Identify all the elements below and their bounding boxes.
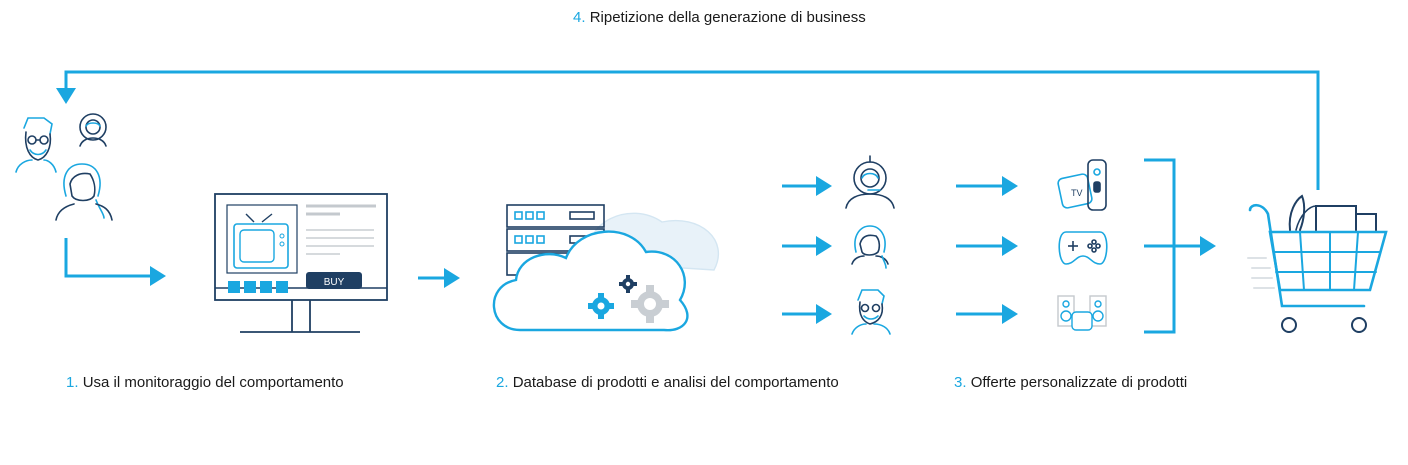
step-1-label: Usa il monitoraggio del comportamento: [82, 374, 344, 391]
step-1-number: 1.: [66, 374, 79, 391]
step-1-caption: 1. Usa il monitoraggio del comportamento: [66, 374, 344, 391]
astronaut-persona-icon: [845, 155, 895, 209]
woman-icon: [55, 163, 113, 221]
step-3-number: 3.: [954, 374, 967, 391]
step-3-label: Offerte personalizzate di prodotti: [970, 374, 1188, 391]
astronaut-icon: [79, 113, 107, 147]
man-glasses-icon: [15, 117, 57, 173]
tv-box-label: TV: [1071, 188, 1083, 198]
arrow-monitor-to-cloud: [418, 268, 460, 288]
arrow-users-to-monitor: [64, 238, 166, 286]
gamepad-icon: [1058, 231, 1108, 265]
woman-persona-icon: [851, 225, 889, 269]
gears-icon: [588, 275, 669, 323]
step-2-caption: 2. Database di prodotti e analisi del co…: [496, 374, 839, 391]
arrows-to-personas: [782, 176, 832, 324]
step-2-number: 2.: [496, 374, 509, 391]
speakers-icon: [1057, 295, 1107, 331]
arrows-to-products: [956, 176, 1018, 324]
users-group-icon: [15, 113, 113, 221]
shopping-cart-icon: [1247, 194, 1388, 333]
buy-button-label: BUY: [324, 277, 345, 288]
database-cloud-icon: [492, 204, 720, 332]
step-2-label: Database di prodotti e analisi del compo…: [512, 374, 839, 391]
step-4-number: 4.: [573, 9, 586, 26]
monitor-icon: [214, 193, 388, 333]
bracket-to-cart: [1144, 158, 1216, 334]
man-persona-icon: [851, 289, 891, 335]
step-4-caption: 4. Ripetizione della generazione di busi…: [573, 9, 866, 26]
tv-box-icon: TV: [1057, 159, 1107, 211]
step-4-label: Ripetizione della generazione di busines…: [589, 9, 866, 26]
step-3-caption: 3. Offerte personalizzate di prodotti: [954, 374, 1187, 391]
loop-arrow: [56, 70, 1320, 190]
buy-button[interactable]: BUY: [306, 272, 362, 289]
